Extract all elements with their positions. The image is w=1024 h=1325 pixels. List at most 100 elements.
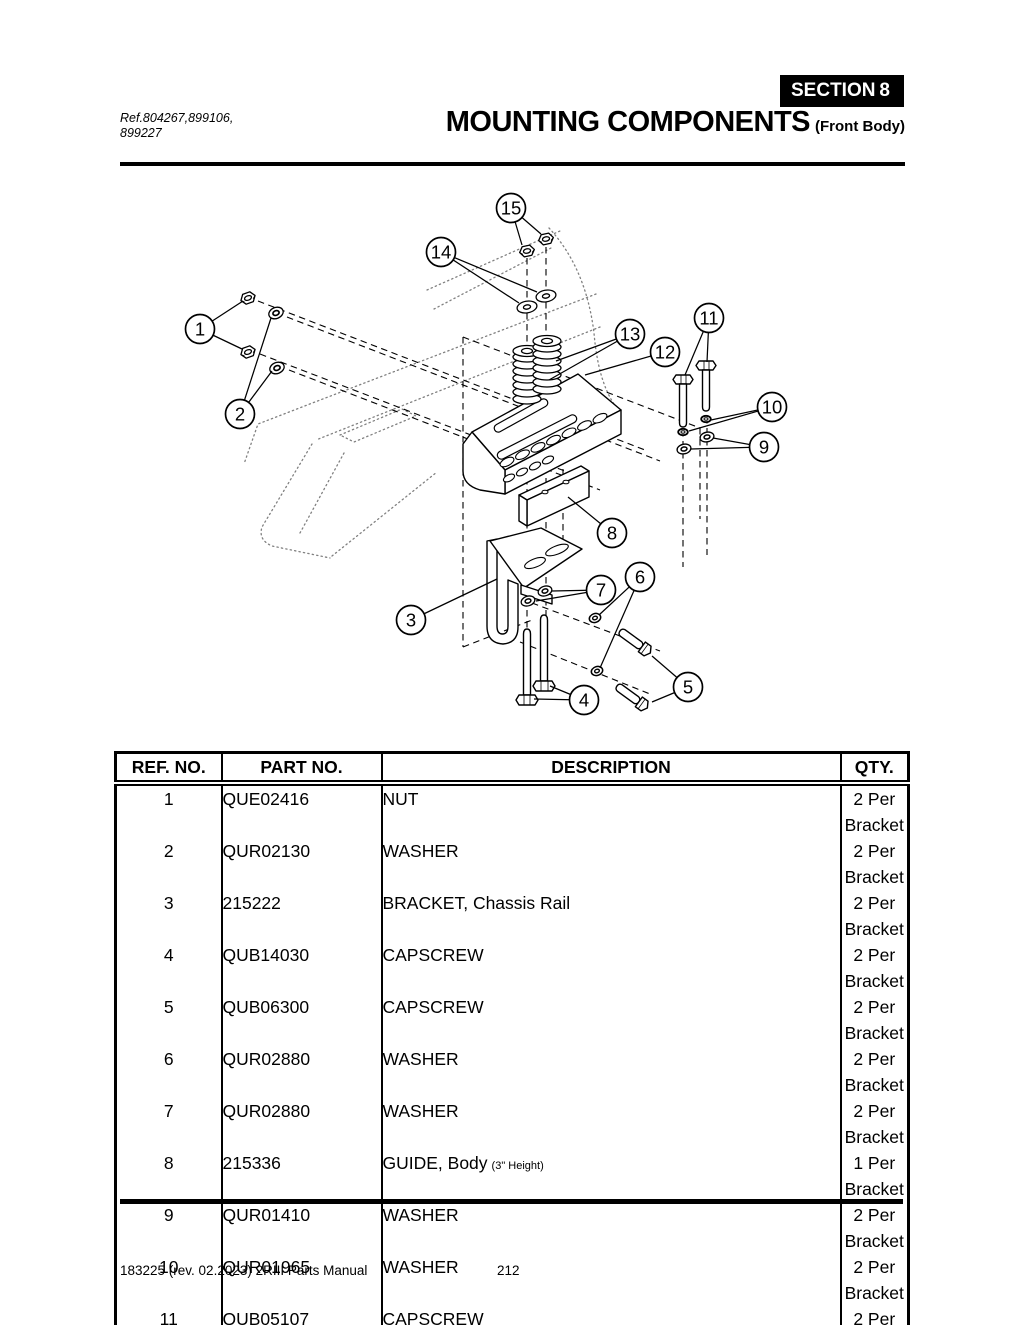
parts-table: REF. NO. PART NO. DESCRIPTION QTY. 1 QUE…: [114, 751, 910, 1325]
part-no-cell: QUR02130: [220, 838, 382, 890]
ref-no-cell: 2: [163, 841, 174, 861]
part-no-cell: QUR02880: [220, 1098, 382, 1150]
description-cell: CAPSCREW: [380, 942, 841, 994]
callout-10: 10: [756, 391, 788, 423]
footer-rule: [120, 1199, 903, 1204]
col-header-description: DESCRIPTION: [380, 752, 841, 786]
svg-text:7: 7: [596, 580, 606, 601]
part-no-cell: QUB05107: [220, 1306, 382, 1325]
callout-1: 1: [184, 313, 216, 345]
footer-manual-info: 183225 (rev. 02.2023) 2RIII Parts Manual: [120, 1263, 368, 1278]
part-no-cell: QUB06300: [220, 994, 382, 1046]
reference-numbers: Ref.804267,899106, 899227: [120, 111, 233, 141]
callout-8: 8: [596, 517, 628, 549]
short-capscrews-part: [615, 628, 652, 712]
callout-leader-13: [548, 333, 631, 381]
svg-text:8: 8: [607, 523, 617, 544]
svg-text:5: 5: [683, 677, 693, 698]
ref-no-cell: 11: [159, 1309, 178, 1325]
footer-page-number: 212: [497, 1263, 520, 1278]
callout-9: 9: [748, 431, 780, 463]
col-header-qty: QTY.: [839, 752, 909, 786]
description-cell: GUIDE, Body(3" Height): [380, 1150, 841, 1202]
svg-text:12: 12: [655, 342, 676, 363]
guide-block-part: [518, 465, 590, 527]
ref-no-cell: 8: [163, 1153, 174, 1173]
callout-13: 13: [614, 318, 646, 350]
ref-no-cell: 10: [159, 1257, 179, 1277]
svg-text:11: 11: [699, 308, 718, 329]
svg-text:13: 13: [620, 324, 641, 345]
callout-3: 3: [395, 604, 427, 636]
header-rule: [120, 162, 905, 166]
description-cell: WASHER: [380, 1202, 841, 1254]
ref-no-cell: 3: [163, 893, 174, 913]
description-cell: NUT: [380, 783, 841, 838]
callout-5: 5: [672, 671, 704, 703]
callout-2: 2: [224, 398, 256, 430]
svg-text:6: 6: [635, 567, 645, 588]
description-cell: WASHER: [380, 1098, 841, 1150]
svg-text:14: 14: [431, 242, 452, 263]
ref-no-cell: 6: [163, 1049, 174, 1069]
springs-part: [512, 334, 562, 405]
part-no-cell: QUR01965: [220, 1254, 382, 1306]
ref-no-cell: 9: [163, 1205, 174, 1225]
callout-15: 15: [495, 192, 527, 224]
right-capscrews-part: [672, 360, 717, 456]
title-subtitle: (Front Body): [815, 118, 905, 135]
ref-line-1: Ref.804267,899106,: [120, 111, 234, 125]
description-cell: WASHER: [380, 1254, 841, 1306]
ref-no-cell: 1: [163, 789, 174, 809]
svg-text:1: 1: [195, 319, 205, 340]
description-cell: WASHER: [380, 838, 841, 890]
svg-text:9: 9: [759, 437, 769, 458]
col-header-part: PART NO.: [220, 752, 382, 786]
callout-leader-3: [410, 578, 498, 621]
callout-4: 4: [568, 684, 600, 716]
col-header-ref: REF. NO.: [115, 752, 222, 786]
description-cell: CAPSCREW: [380, 994, 841, 1046]
ref-line-2: 899227: [120, 126, 162, 140]
svg-text:4: 4: [579, 690, 589, 711]
callout-leader-2: [239, 317, 272, 415]
description-cell: CAPSCREW: [380, 1306, 841, 1325]
title-text: MOUNTING COMPONENTS: [445, 106, 811, 138]
callout-12: 12: [649, 336, 681, 368]
chassis-rail-bracket-part: [486, 527, 583, 645]
page-title: MOUNTING COMPONENTS(Front Body): [446, 106, 905, 139]
left-nuts-washers-part: [238, 289, 287, 377]
callout-7: 7: [585, 574, 617, 606]
part-no-cell: QUR01410: [220, 1202, 382, 1254]
part-no-cell: 215336: [220, 1150, 382, 1202]
callout-6: 6: [624, 561, 656, 593]
ref-no-cell: 5: [163, 997, 174, 1017]
part-no-cell: QUR02880: [220, 1046, 382, 1098]
callout-14: 14: [425, 236, 457, 268]
ref-no-cell: 7: [163, 1101, 174, 1121]
long-capscrews-part: [515, 614, 556, 706]
